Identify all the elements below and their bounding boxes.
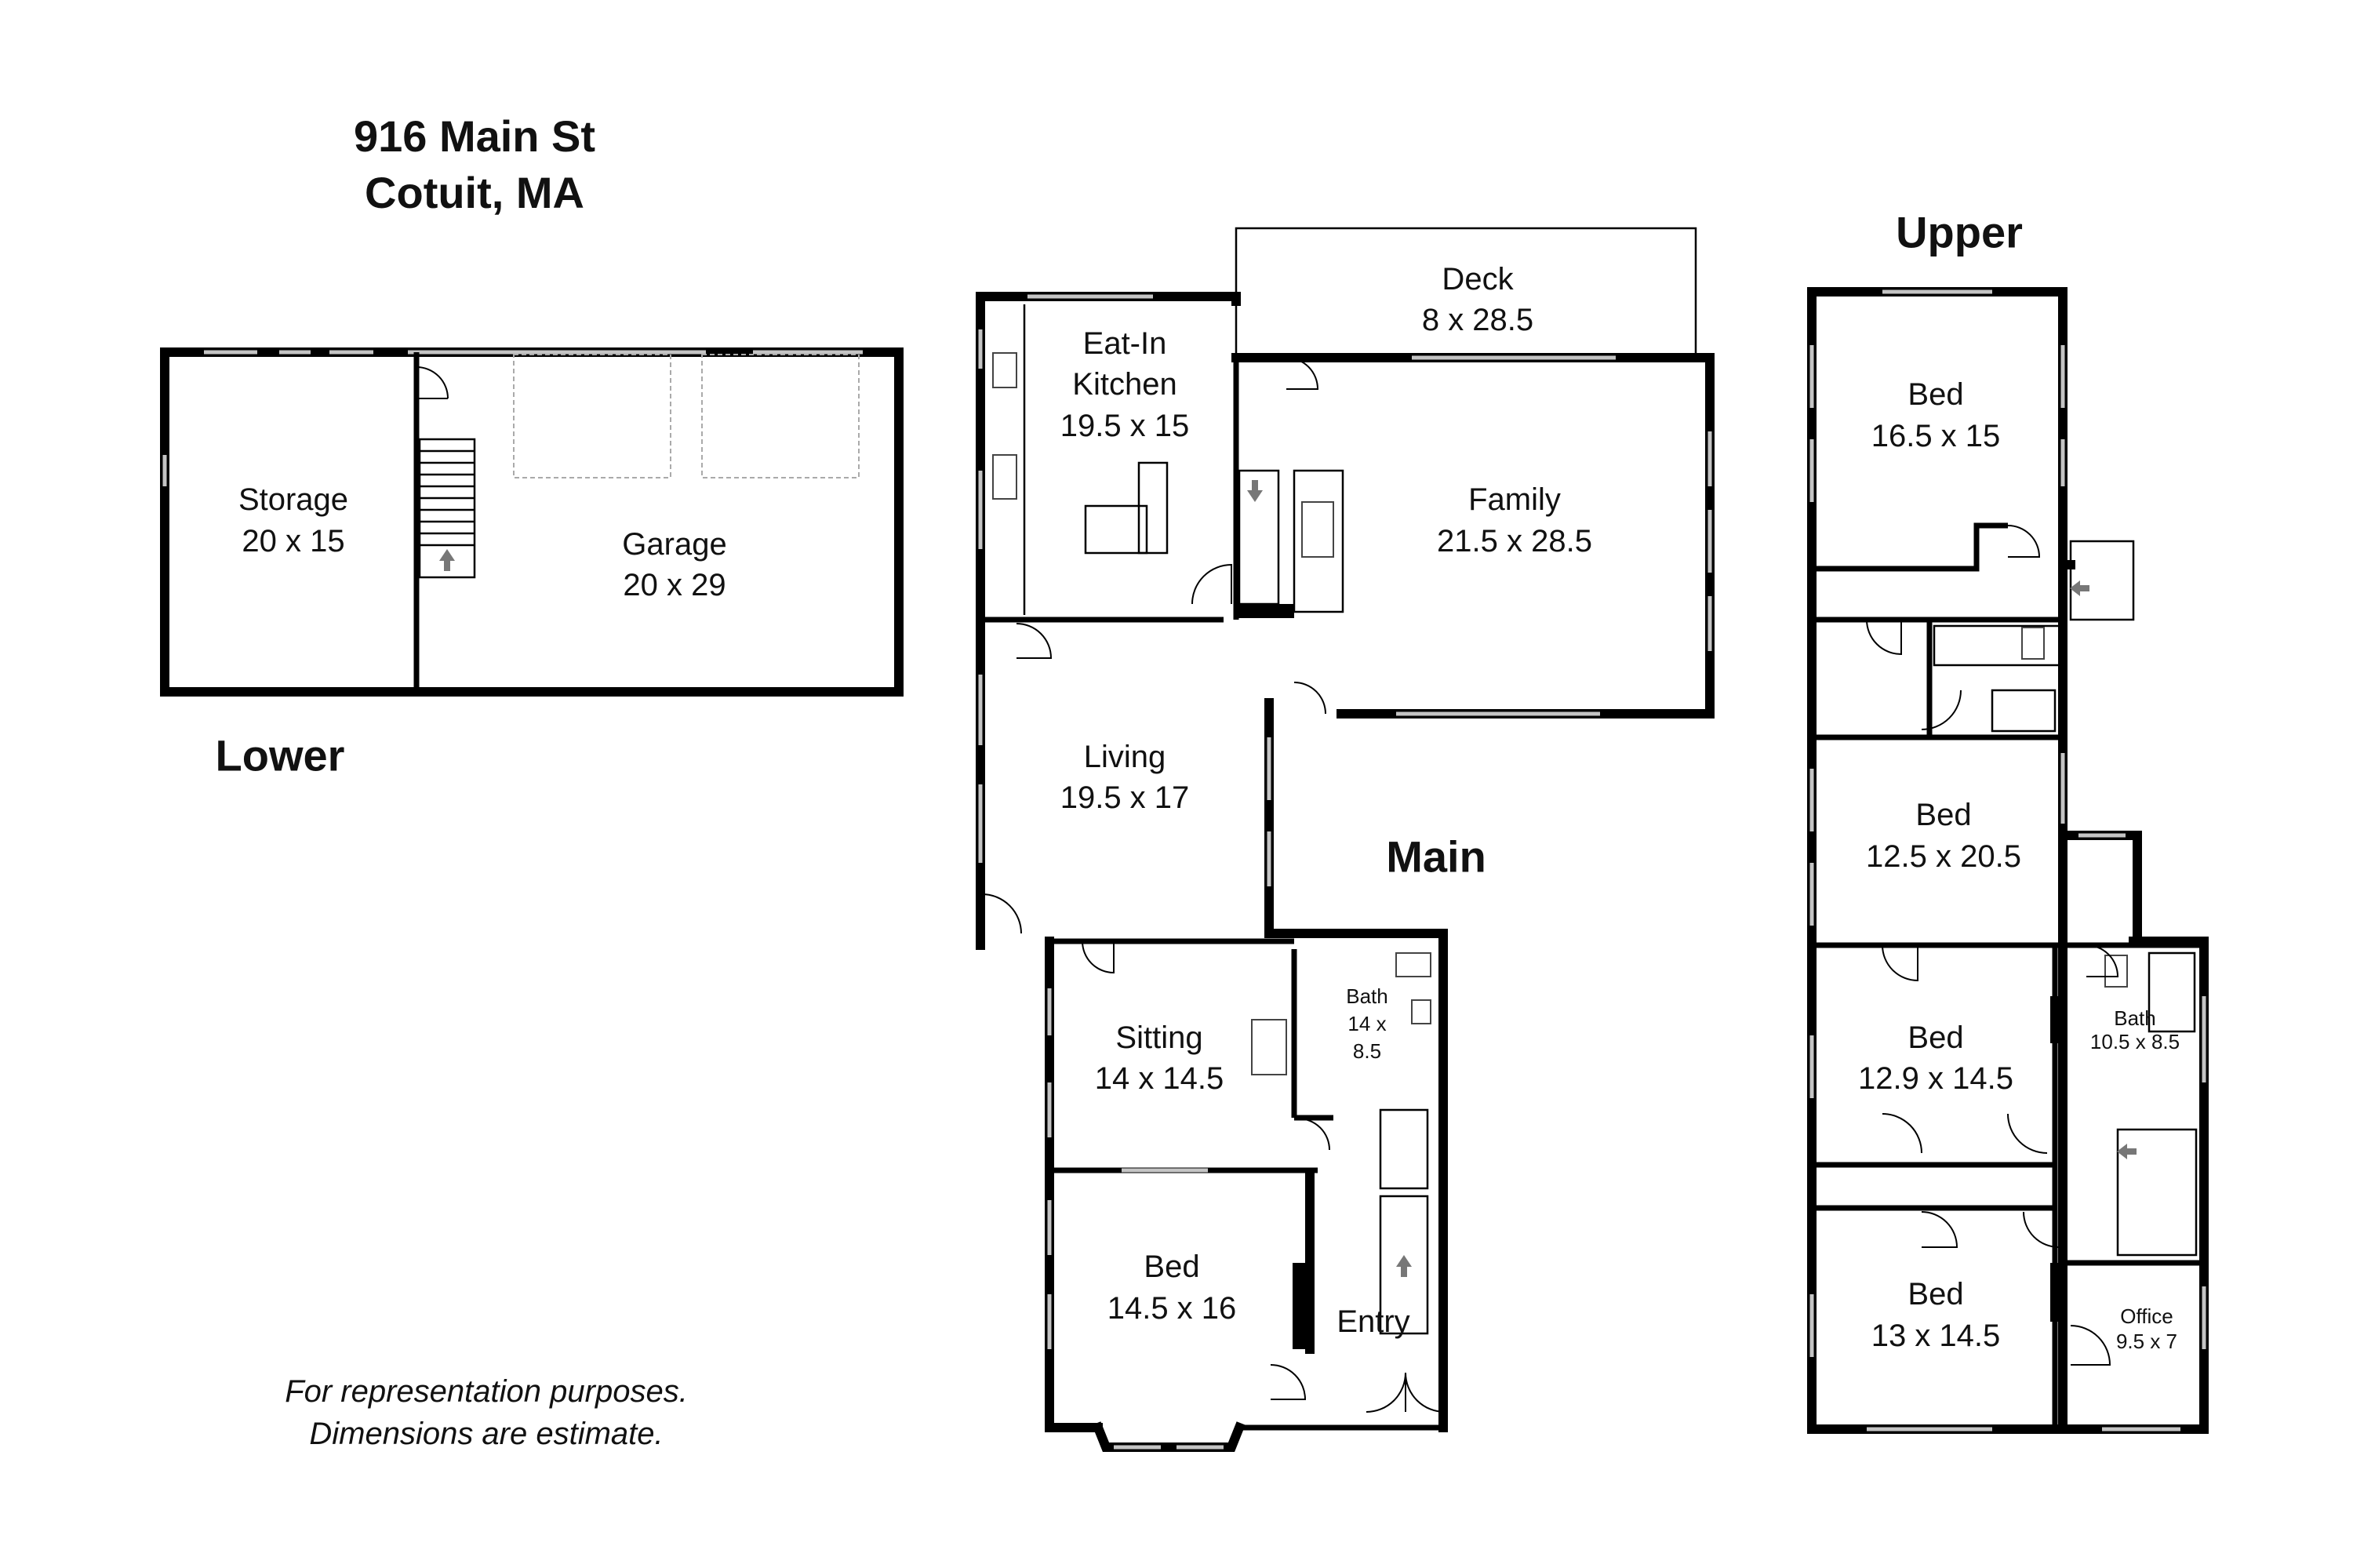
bath-door <box>1297 1118 1330 1151</box>
office-label: Office <box>2120 1304 2173 1328</box>
front-door-right <box>1405 1372 1446 1413</box>
upper-bed3-door <box>2007 1113 2048 1154</box>
main-bed-label: Bed <box>1144 1250 1200 1284</box>
family-fireplace <box>1293 469 1344 613</box>
bay-window <box>1092 1421 1246 1452</box>
deck-label: Deck <box>1442 262 1514 297</box>
upper-hall-door <box>1921 689 1962 730</box>
storage-dimensions: 20 x 15 <box>242 524 345 558</box>
main-bath-dimensions-2: 8.5 <box>1352 1039 1382 1063</box>
toilet-icon <box>1395 952 1431 977</box>
garage-door-right <box>701 354 860 478</box>
upper-bath-label: Bath <box>2114 1006 2156 1030</box>
stairs-up-arrow-icon <box>439 549 455 571</box>
kitchen-label-line-1: Eat-In <box>1082 326 1167 361</box>
upper-stairs-arrow-icon <box>2117 1144 2137 1159</box>
upper-bed-1-label: Bed <box>1907 377 1964 412</box>
bed-door <box>1270 1364 1307 1400</box>
upper-bath-toilet-icon <box>2104 955 2128 988</box>
sitting-label: Sitting <box>1115 1020 1203 1055</box>
exterior-stairs-arrow-icon <box>2070 580 2089 596</box>
upper-bed4-door <box>2023 1211 2060 1248</box>
family-label: Family <box>1468 482 1561 517</box>
upper-east-wall-bottom <box>1807 937 2209 1434</box>
upper-toilet-icon <box>2021 627 2045 660</box>
range-icon <box>992 454 1017 500</box>
storage-door <box>416 366 449 399</box>
living-label: Living <box>1083 740 1166 774</box>
upper-bed-4-label: Bed <box>1907 1277 1964 1312</box>
upper-east-wall-top <box>2058 287 2075 569</box>
upper-hall-bath <box>1933 624 2061 667</box>
lower-stairs <box>418 438 476 579</box>
bathtub-icon <box>1991 689 2057 733</box>
living-closet-door <box>1016 623 1053 659</box>
storage-label: Storage <box>238 482 349 517</box>
upper-bed-1-dimensions: 16.5 x 15 <box>1871 419 2001 453</box>
upper-bed-3-label: Bed <box>1907 1020 1964 1055</box>
kitchen-dimensions: 19.5 x 15 <box>1060 409 1190 443</box>
deck-door <box>1286 357 1319 390</box>
upper-closet-door <box>1866 619 1902 656</box>
upper-level-label: Upper <box>1896 207 2023 257</box>
main-bath-label: Bath <box>1346 984 1388 1008</box>
front-door-left <box>1366 1372 1406 1413</box>
office-dimensions: 9.5 x 7 <box>2115 1329 2178 1353</box>
upper-stairs <box>2116 1128 2198 1257</box>
upper-bed1-wall <box>1812 522 2008 572</box>
entry-stairs <box>1379 1195 1429 1335</box>
lower-level-plan <box>160 347 904 697</box>
sitting-fireplace-icon <box>1251 1019 1287 1075</box>
east-wing-walls <box>1264 929 1448 1432</box>
office-door <box>2070 1325 2111 1366</box>
stairs-down-arrow-icon <box>1247 480 1263 502</box>
kitchen-island <box>1084 504 1148 555</box>
main-level-plan <box>976 227 1715 1452</box>
main-bath-dimensions-1: 14 x <box>1347 1011 1387 1035</box>
kitchen-label-line-2: Kitchen <box>1072 367 1177 402</box>
address-line-1: 916 Main St <box>353 111 596 161</box>
disclaimer-line-1: For representation purposes. <box>285 1374 688 1409</box>
upper-bed-2-dimensions: 12.5 x 20.5 <box>1866 839 2021 874</box>
living-dimensions: 19.5 x 17 <box>1060 780 1190 815</box>
sitting-door <box>1082 940 1115 974</box>
lower-level-label: Lower <box>215 730 345 780</box>
address-line-2: Cotuit, MA <box>365 168 584 217</box>
upper-bed-2-label: Bed <box>1915 798 1972 832</box>
living-exterior-door <box>981 893 1022 934</box>
deck-dimensions: 8 x 28.5 <box>1421 303 1534 337</box>
entry-stairs-up-arrow-icon <box>1396 1255 1412 1277</box>
entry-label: Entry <box>1337 1304 1410 1339</box>
upper-bed2-door <box>1882 944 1918 982</box>
family-dimensions: 21.5 x 28.5 <box>1437 524 1592 558</box>
upper-tub-icon <box>2148 951 2196 1033</box>
shower-icon <box>1379 1108 1429 1190</box>
upper-bed-3-dimensions: 12.9 x 14.5 <box>1858 1061 2013 1096</box>
garage-dimensions: 20 x 29 <box>623 568 726 602</box>
kitchen-family-door <box>1191 563 1232 605</box>
main-level-label: Main <box>1386 831 1486 882</box>
bed-west-wall <box>1045 937 1103 1432</box>
upper-bath-dimensions: 10.5 x 8.5 <box>2089 1029 2180 1053</box>
sitting-dimensions: 14 x 14.5 <box>1094 1061 1224 1096</box>
upper-bed4-closet-door <box>1921 1211 1958 1248</box>
upper-bath-door <box>2086 944 2119 977</box>
bath-sink-icon <box>1411 999 1431 1024</box>
garage-label: Garage <box>622 527 727 562</box>
upper-bed3-closet-door <box>1882 1113 1922 1154</box>
disclaimer-line-2: Dimensions are estimate. <box>309 1417 664 1451</box>
upper-bed-4-dimensions: 13 x 14.5 <box>1871 1319 2001 1353</box>
upper-level-plan <box>1807 287 2209 1434</box>
upper-bed1-door <box>2007 525 2041 558</box>
garage-door-left <box>513 354 671 478</box>
exterior-stairs <box>2069 540 2135 621</box>
kitchen-sink-icon <box>992 352 1017 388</box>
family-side-door <box>1293 682 1326 715</box>
main-bed-dimensions: 14.5 x 16 <box>1107 1291 1237 1326</box>
